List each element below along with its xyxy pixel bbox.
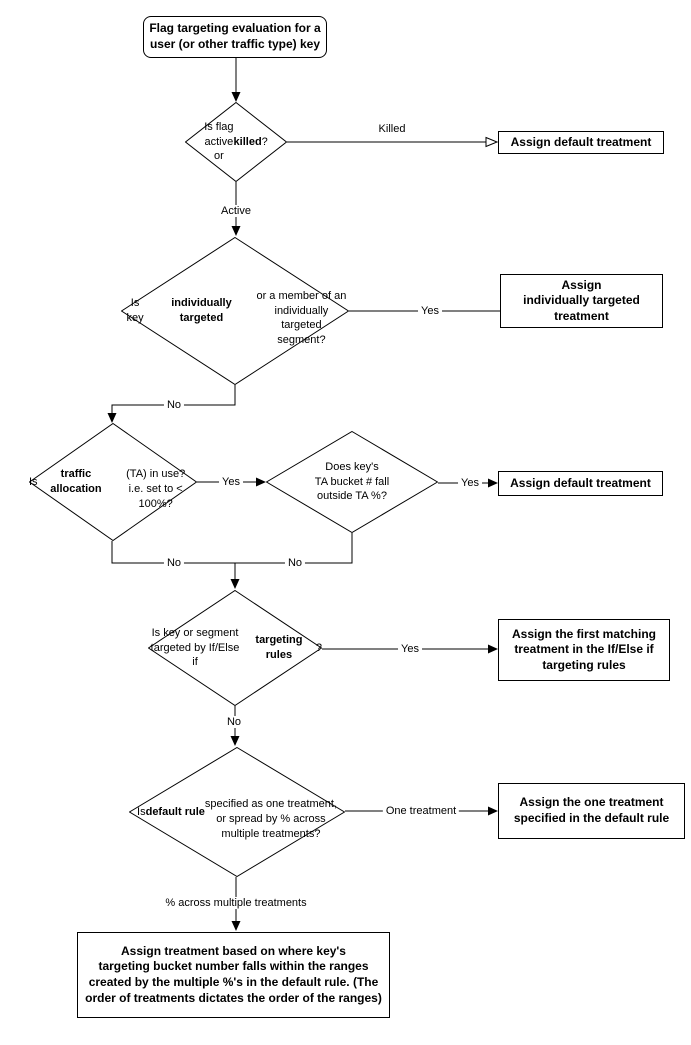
arrowhead-right-icon <box>488 478 498 488</box>
edge-label-killed: Killed <box>375 123 409 135</box>
arrowhead-down-icon <box>230 579 240 589</box>
edge-label-yes-individual: Yes <box>418 305 442 317</box>
diamond-shape <box>185 102 287 182</box>
assign-default-treatment-box-1: Assign default treatment <box>498 131 664 154</box>
diamond-shape <box>129 747 345 877</box>
diamond-shape <box>29 423 197 541</box>
arrowhead-down-icon <box>231 921 241 931</box>
arrowhead-right-icon <box>256 477 266 487</box>
edge-label-one-treatment: One treatment <box>382 805 460 817</box>
diamond-shape <box>148 590 322 706</box>
edge-no-traffic <box>111 541 235 564</box>
arrowhead-down-icon <box>231 226 241 236</box>
edge-label-active: Active <box>218 205 254 217</box>
diamond-shape <box>266 431 438 533</box>
edge-label-yes-traffic: Yes <box>219 476 243 488</box>
assign-default-treatment-label-2: Assign default treatment <box>510 475 651 490</box>
edge-label-no-traffic: No <box>163 557 185 569</box>
edge-label-yes-bucket: Yes <box>458 477 482 489</box>
assign-default-treatment-label-1: Assign default treatment <box>510 134 652 149</box>
arrowhead-down-icon <box>230 736 240 746</box>
edge-label-no-rules: No <box>223 716 245 728</box>
edge-label-no-bucket: No <box>284 557 306 569</box>
edge-label-pct-multiple: % across multiple treatments <box>162 897 310 909</box>
diamond-shape <box>121 237 349 385</box>
arrowhead-right-icon <box>488 806 498 816</box>
edge-label-yes-rules: Yes <box>398 643 422 655</box>
open-arrowhead-right-icon <box>485 136 499 148</box>
arrowhead-down-icon <box>107 413 117 423</box>
edge-no-bucket <box>235 533 353 564</box>
decision-traffic-allocation-label: Is traffic allocation(TA) in use?i.e. se… <box>29 468 186 510</box>
arrowhead-right-icon <box>488 644 498 654</box>
assign-default-treatment-box-2: Assign default treatment <box>498 471 663 496</box>
decision-traffic-allocation: Is traffic allocation(TA) in use?i.e. se… <box>29 423 197 541</box>
arrowhead-down-icon <box>231 92 241 102</box>
edge-label-no-individual: No <box>163 399 185 411</box>
